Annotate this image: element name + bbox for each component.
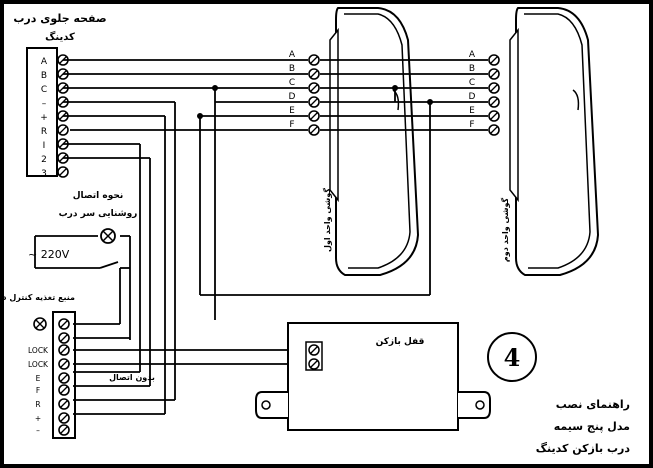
door-lock — [255, 322, 491, 431]
handset-terminal-label: C — [469, 78, 475, 88]
panel-terminal-label: – — [42, 99, 47, 109]
handset-2 — [509, 7, 600, 276]
caption-line-2: مدل پنج سیمه — [554, 420, 630, 433]
handset-terminal-label: A — [289, 50, 296, 60]
panel-terminal-label: 2 — [41, 155, 47, 165]
bus-wires — [63, 59, 488, 414]
handset-terminal-label: C — [289, 78, 295, 88]
handset-terminal-label: F — [289, 120, 294, 130]
panel-terminal-label: C — [41, 85, 47, 95]
mains-label: ~ 220V — [28, 248, 70, 261]
controller-terminal-label: F — [36, 386, 40, 395]
no-connect-label: بدون اتصال — [109, 373, 155, 382]
panel-terminal-label: I — [43, 141, 46, 151]
handset-2-label: گوشی واحد دوم — [500, 198, 510, 263]
handset-terminal-label: E — [469, 106, 475, 116]
caption-line-1: راهنمای نصب — [556, 398, 630, 411]
controller-caption: منبع تغذیه کنترل دار — [0, 293, 75, 302]
handset-terminal-label: B — [289, 64, 295, 74]
light-circuit — [34, 235, 131, 340]
panel-terminal-label: R — [41, 127, 47, 137]
lock-label: قفل بازکن — [376, 337, 425, 347]
controller-terminals: LOCK LOCK EFR + – — [28, 317, 70, 436]
handset-terminal-label: D — [289, 92, 296, 102]
figure-number: 4 — [504, 343, 521, 372]
handset-1 — [329, 7, 420, 276]
figure-number-circle — [487, 332, 537, 382]
handset-terminal-label: D — [469, 92, 476, 102]
handset-terminal-label: E — [289, 106, 295, 116]
handset-terminal-label: F — [469, 120, 474, 130]
panel-title: صفحه جلوی درب — [13, 12, 106, 25]
controller-wires — [73, 268, 310, 415]
panel-terminal-label: + — [40, 113, 48, 123]
controller-terminal-label: R — [35, 400, 40, 409]
caption-line-3: درب بازکن کدینگ — [536, 441, 631, 455]
door-panel-box — [26, 47, 58, 177]
panel-terminal-label: B — [41, 71, 47, 81]
controller-terminal-label: + — [35, 414, 41, 423]
panel-subtitle: کدینگ — [45, 31, 75, 43]
panel-terminal-label: 3 — [41, 169, 47, 179]
handset-terminal-label: A — [469, 50, 476, 60]
light-caption-1: نحوه اتصال — [73, 191, 123, 201]
handset-1-label: گوشی واحد اول — [322, 188, 332, 252]
handset-terminal-label: B — [469, 64, 475, 74]
controller-terminal-label: LOCK — [28, 346, 49, 355]
controller-terminal-label: – — [36, 426, 40, 435]
panel-terminal-label: A — [41, 57, 48, 67]
light-caption-2: روشنایی سر درب — [59, 209, 138, 219]
controller-terminal-label: E — [36, 374, 41, 383]
controller-terminal-label: LOCK — [28, 360, 49, 369]
